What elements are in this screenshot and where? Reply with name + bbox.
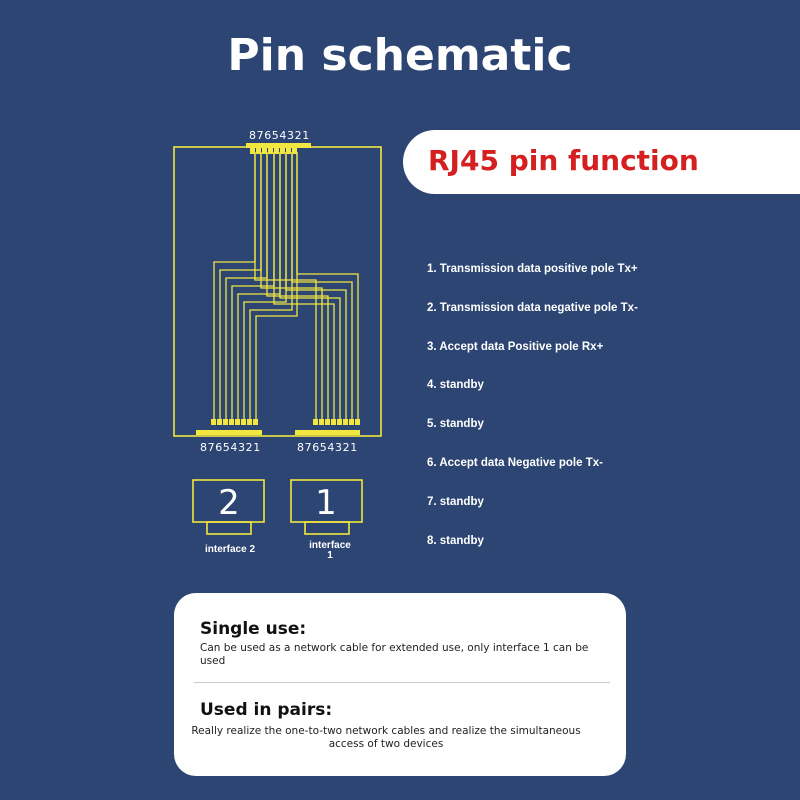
top-connector-pin-labels: 87654321 [249, 129, 310, 142]
port-1-caption-line1: interface [309, 540, 351, 551]
usage-info-card: Single use: Can be used as a network cab… [174, 593, 626, 776]
top-connector-pads [250, 148, 297, 154]
rj45-title-banner [403, 130, 800, 194]
port-1-caption-line2: 1 [327, 550, 333, 561]
port-2-number: 2 [218, 483, 240, 523]
pairs-use-text: Really realize the one-to-two network ca… [191, 725, 581, 750]
single-use-heading: Single use: [200, 619, 307, 639]
port-2-caption: interface 2 [205, 544, 255, 555]
port-1-number: 1 [315, 483, 337, 523]
left-connector-pin-labels: 87654321 [200, 441, 261, 454]
pin-function-item: 7. standby [427, 495, 484, 508]
single-use-text: Can be used as a network cable for exten… [200, 642, 589, 667]
port-1-latch [304, 521, 350, 535]
left-connector-pads [211, 419, 258, 425]
page-title: Pin schematic [227, 30, 573, 81]
right-connector-pin-labels: 87654321 [297, 441, 358, 454]
pin-function-item: 4. standby [427, 379, 484, 392]
right-connector [295, 430, 360, 435]
usage-divider [194, 682, 610, 683]
pin-function-list: 1. Transmission data positive pole Tx+ 2… [427, 263, 638, 573]
rj45-title: RJ45 pin function [428, 144, 699, 177]
pin-function-item: 1. Transmission data positive pole Tx+ [427, 263, 638, 275]
board-outline [173, 146, 382, 437]
pairs-use-heading: Used in pairs: [200, 700, 333, 720]
top-connector [246, 143, 311, 148]
pin-function-item: 3. Accept data Positive pole Rx+ [427, 340, 604, 353]
traces-interface-2 [213, 152, 298, 421]
pin-function-item: 2. Transmission data negative pole Tx- [427, 301, 638, 314]
pin-function-item: 5. standby [427, 418, 484, 431]
pin-function-item: 8. standby [427, 534, 484, 547]
left-connector [196, 430, 262, 435]
pin-function-item: 6. Accept data Negative pole Tx- [427, 456, 603, 469]
right-connector-pads [313, 419, 360, 425]
port-2-latch [206, 521, 252, 535]
